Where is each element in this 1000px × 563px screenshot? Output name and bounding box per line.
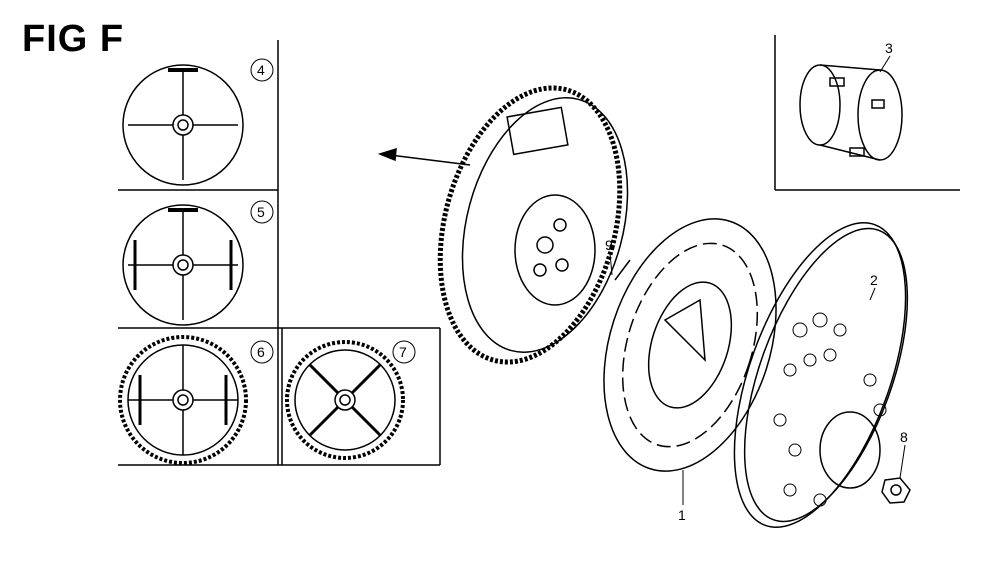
sleeve-part-3 [799, 64, 903, 161]
callout-circle-7 [392, 340, 416, 364]
callout-4: 4 [257, 62, 265, 78]
callout-6: 6 [257, 344, 265, 360]
callout-2: 2 [870, 272, 878, 288]
key-part-9 [614, 259, 631, 281]
callout-8: 8 [900, 429, 908, 445]
callout-3: 3 [885, 40, 893, 56]
callout-circle-4 [250, 58, 274, 82]
callout-circle-5 [250, 200, 274, 224]
flywheel-variant-6 [118, 335, 248, 465]
callout-circle-6 [250, 340, 274, 364]
flywheel-variant-5 [122, 204, 244, 326]
callout-leaders [609, 55, 906, 505]
callout-1: 1 [678, 507, 686, 523]
variant-panel-grid [118, 35, 960, 466]
flywheel-variant-4 [122, 64, 244, 186]
flywheel-ring-gear [437, 85, 629, 365]
direction-arrow [377, 147, 471, 166]
nut-part-8 [881, 477, 911, 504]
callout-9: 9 [605, 237, 613, 253]
figure-title: FIG F [22, 18, 125, 60]
flywheel-variant-7 [285, 340, 405, 460]
callout-7: 7 [399, 344, 407, 360]
callout-5: 5 [257, 204, 265, 220]
fan-cover-part-2 [733, 222, 909, 528]
